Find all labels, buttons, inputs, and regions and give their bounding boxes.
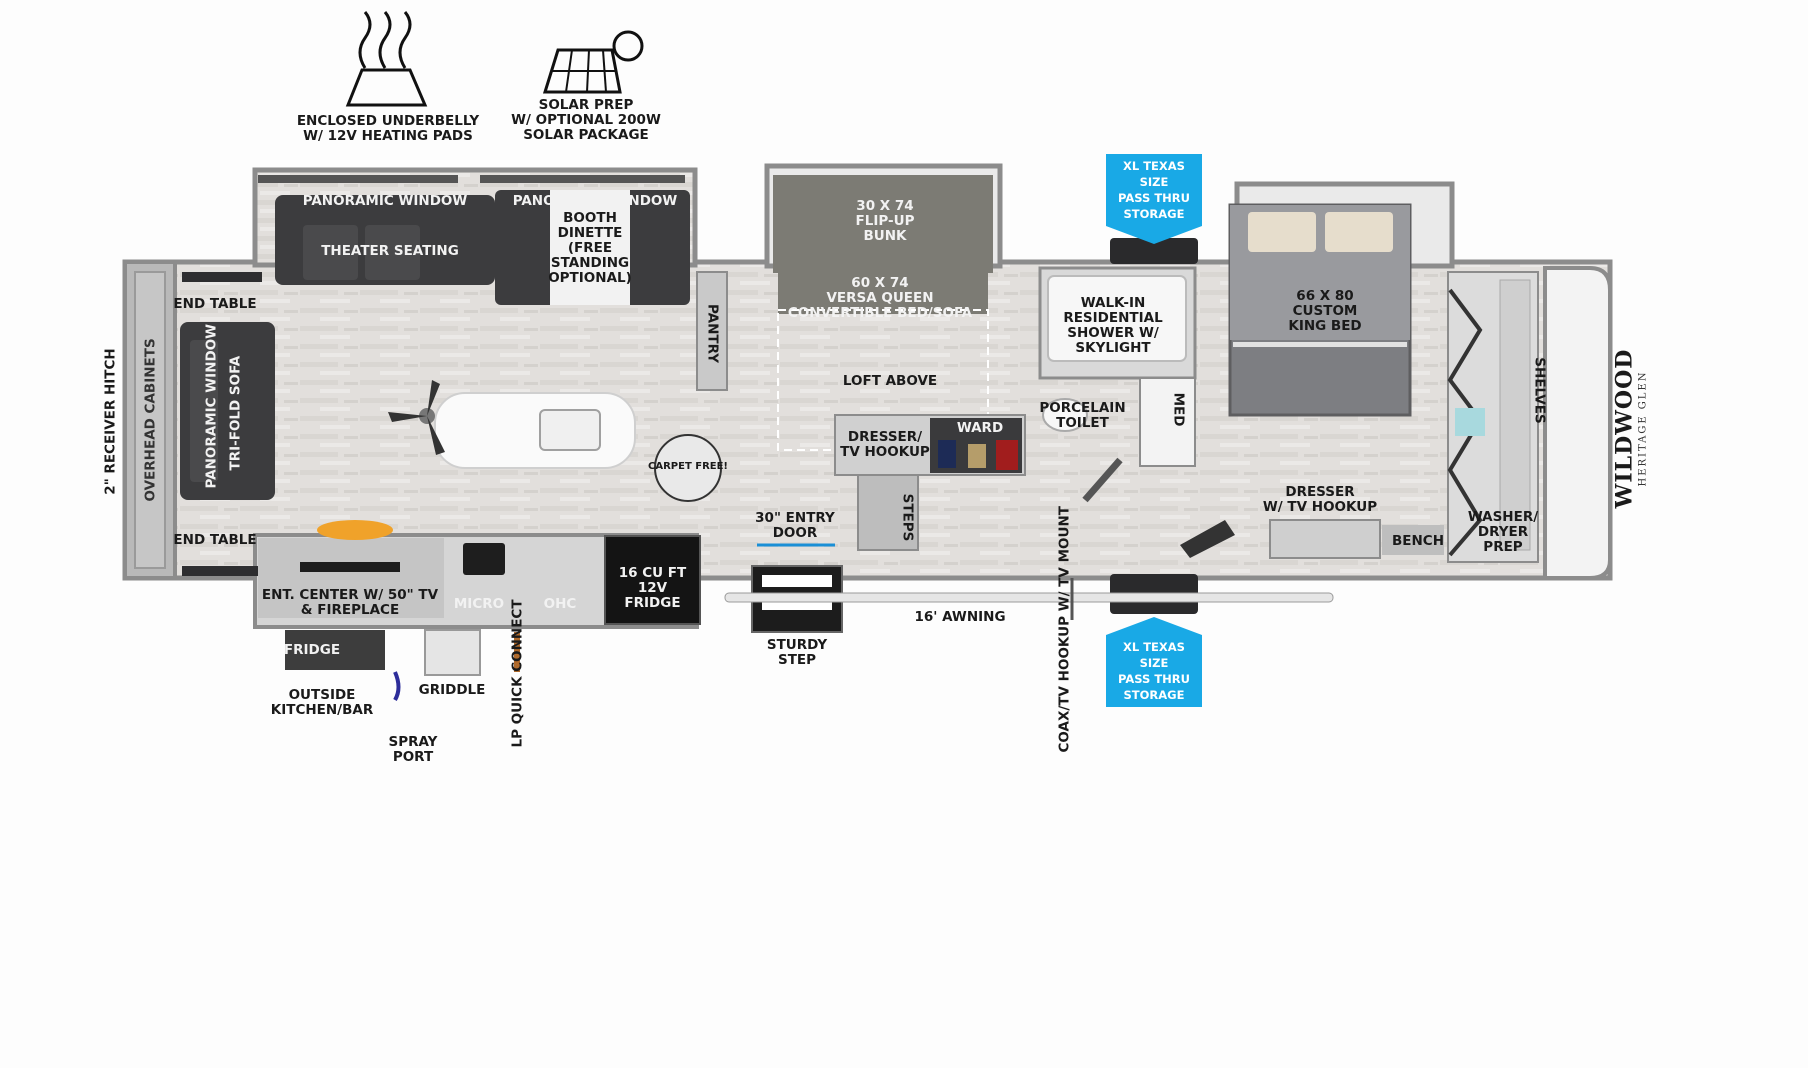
washer-dryer-label: WASHER/ DRYER PREP (1467, 509, 1539, 555)
ward-label: WARD (956, 420, 1004, 436)
coax-label: COAX/TV HOOKUP W/ TV MOUNT (1056, 506, 1073, 753)
loft-above-label: LOFT ABOVE (842, 373, 938, 389)
sturdy-step-label: STURDY STEP (766, 637, 828, 668)
booth-dinette-label: BOOTH DINETTE (FREE STANDING OPTIONAL) (548, 210, 632, 286)
callout-bottom-text: XL TEXAS SIZE PASS THRU STORAGE (1106, 635, 1202, 707)
tri-fold-sofa-label: TRI-FOLD SOFA (227, 355, 244, 471)
callout-top-text: XL TEXAS SIZE PASS THRU STORAGE (1106, 154, 1202, 226)
carpet-free-label: CARPET FREE! (648, 461, 728, 472)
spray-port-label: SPRAY PORT (388, 734, 438, 765)
arrow-up-icon (1106, 617, 1202, 635)
griddle-label: GRIDDLE (418, 682, 486, 698)
shelves-label: SHELVES (1531, 357, 1548, 424)
fridge-16-label: 16 CU FT 12V FRIDGE (618, 565, 687, 611)
panoramic-window-label-2: PANORAMIC WINDOW (512, 193, 678, 209)
porcelain-toilet-label: PORCELAIN TOILET (1039, 400, 1126, 431)
awning-label: 16' AWNING (914, 609, 1006, 625)
feature-underbelly: ENCLOSED UNDERBELLY W/ 12V HEATING PADS (296, 113, 480, 144)
brand-logo: WILDWOOD HERITAGE GLEN (1612, 329, 1649, 529)
lp-quick-connect-label: LP QUICK CONNECT (509, 599, 526, 748)
pantry-label: PANTRY (704, 303, 721, 364)
rear-cap (1543, 266, 1612, 580)
arrow-down-icon (1106, 226, 1202, 244)
panoramic-window-front-label: PANORAMIC WINDOW (203, 323, 220, 489)
pass-thru-storage-callout-top: XL TEXAS SIZE PASS THRU STORAGE (1106, 154, 1202, 244)
end-table-top-label: END TABLE (173, 296, 257, 312)
bench-label: BENCH (1391, 533, 1445, 549)
versa-queen-label: 60 X 74 VERSA QUEEN CONVERTIBLE BED/SOFA (787, 275, 973, 321)
logo-sub: HERITAGE GLEN (1637, 370, 1649, 487)
theater-seating-label: THEATER SEATING (321, 243, 459, 259)
med-label: MED (1170, 392, 1187, 427)
walk-in-shower-label: WALK-IN RESIDENTIAL SHOWER W/ SKYLIGHT (1063, 295, 1163, 356)
dresser-tv-label: DRESSER/ TV HOOKUP (840, 429, 930, 460)
dresser-hookup-label: DRESSER W/ TV HOOKUP (1262, 484, 1378, 515)
outside-fridge-label: FRIDGE (283, 642, 341, 658)
outside-kitchen-label: OUTSIDE KITCHEN/BAR (270, 687, 374, 718)
ohc-label: OHC (543, 596, 577, 612)
pass-thru-storage-callout-bottom: XL TEXAS SIZE PASS THRU STORAGE (1106, 617, 1202, 707)
flip-up-bunk-label: 30 X 74 FLIP-UP BUNK (855, 198, 915, 244)
micro-label: MICRO (453, 596, 505, 612)
steps-label: STEPS (899, 493, 916, 542)
receiver-hitch-label: 2" RECEIVER HITCH (102, 348, 119, 495)
logo-brand: WILDWOOD (1611, 348, 1638, 509)
ent-center-label: ENT. CENTER W/ 50" TV & FIREPLACE (261, 587, 439, 618)
end-table-bottom-label: END TABLE (173, 532, 257, 548)
panoramic-window-label-1: PANORAMIC WINDOW (302, 193, 468, 209)
feature-solar: SOLAR PREP W/ OPTIONAL 200W SOLAR PACKAG… (511, 97, 661, 143)
king-bed-label: 66 X 80 CUSTOM KING BED (1288, 288, 1362, 334)
entry-door-label: 30" ENTRY DOOR (755, 510, 835, 541)
overhead-cabinets-label: OVERHEAD CABINETS (142, 338, 159, 502)
